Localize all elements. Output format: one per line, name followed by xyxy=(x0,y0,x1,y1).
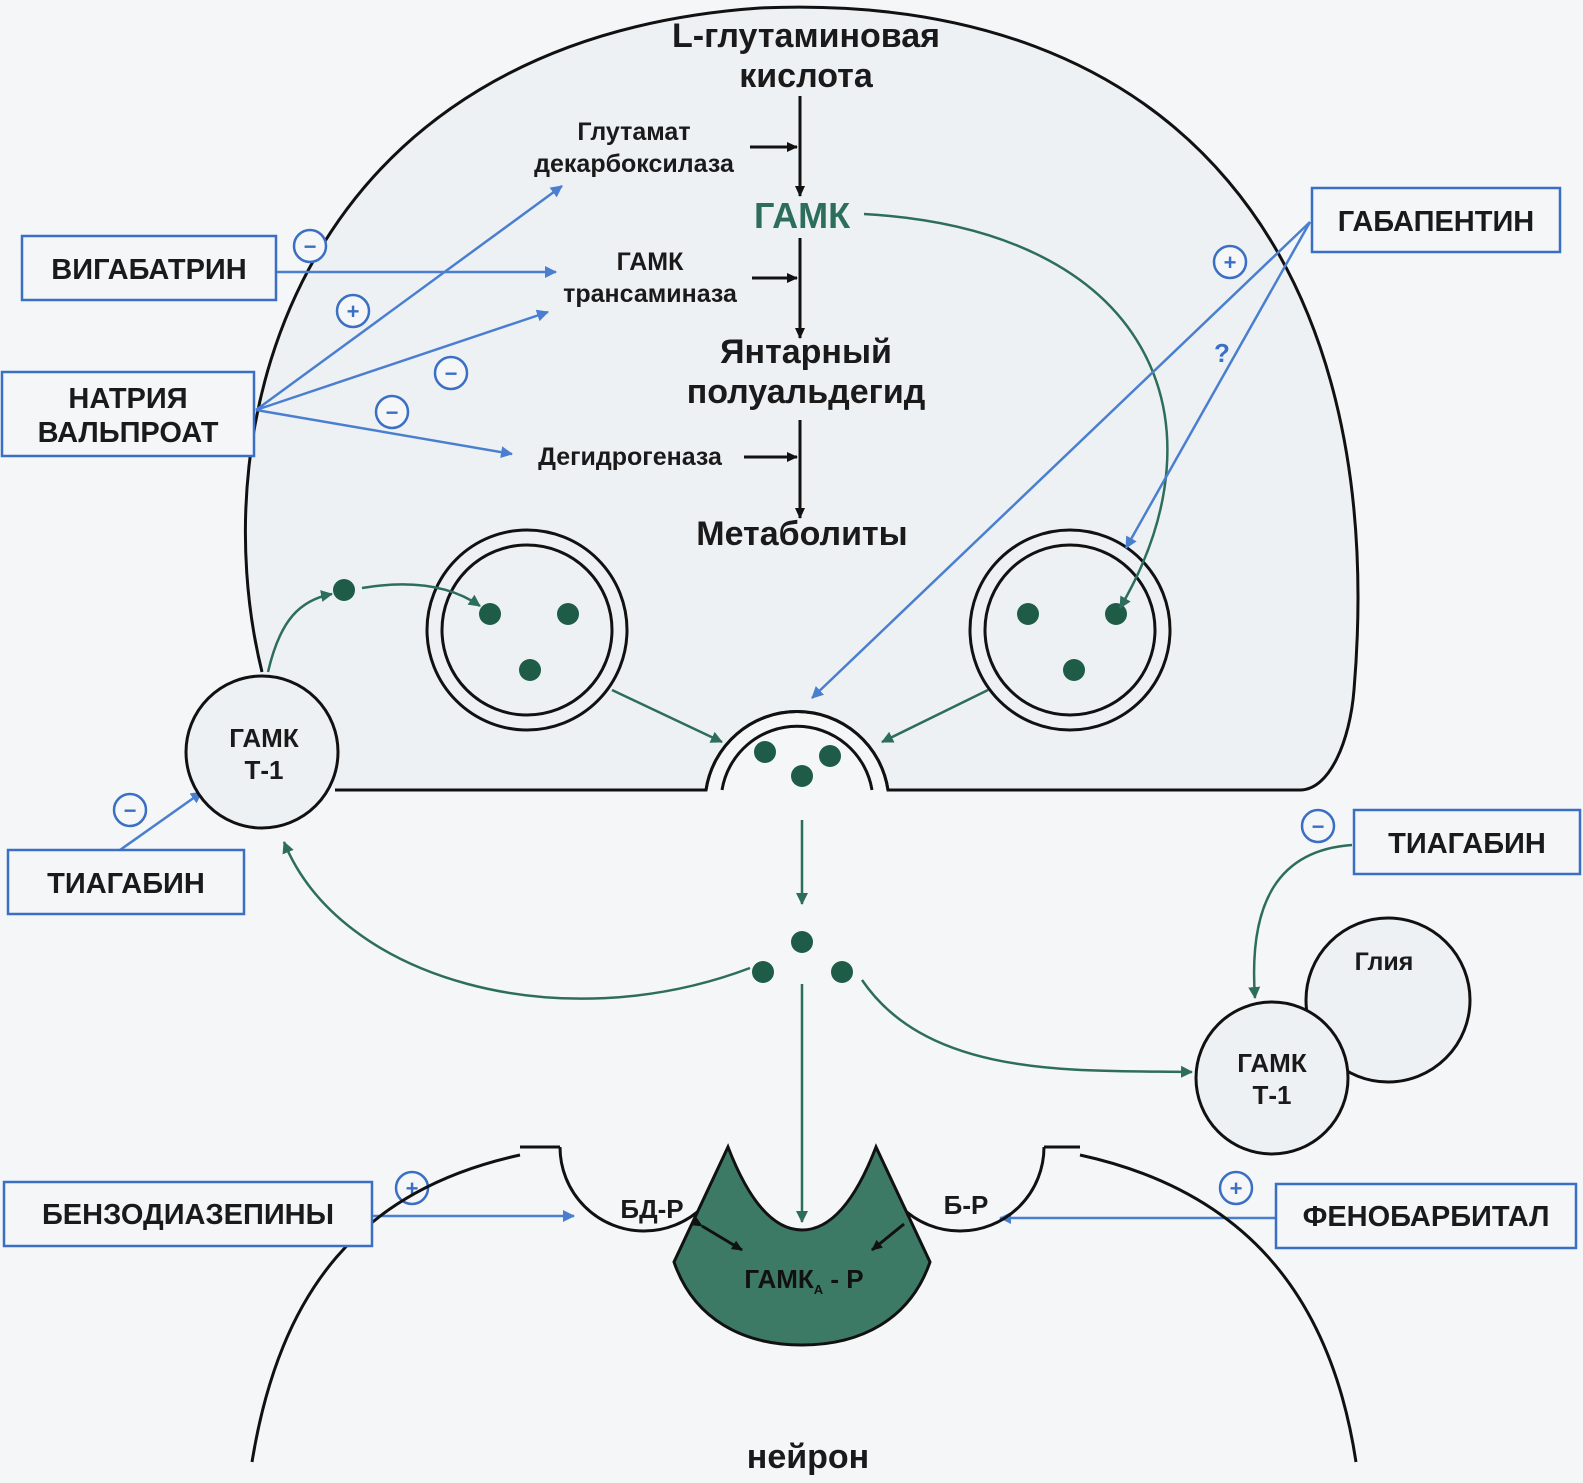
gaba-transporter-left: ГАМК Т-1 xyxy=(184,674,340,830)
svg-text:−: − xyxy=(1312,814,1325,839)
drug-box-phenobarbital: ФЕНОБАРБИТАЛ xyxy=(1274,1182,1578,1250)
svg-text:ГАБАПЕНТИН: ГАБАПЕНТИН xyxy=(1338,206,1535,238)
enzyme-gad-label-2: декарбоксилаза xyxy=(534,150,735,178)
synaptic-vesicle-left xyxy=(425,528,629,732)
bd-receptor-label: БД-Р xyxy=(620,1194,683,1224)
svg-text:+: + xyxy=(1230,1176,1243,1201)
svg-text:−: − xyxy=(124,798,137,823)
svg-text:ТИАГАБИН: ТИАГАБИН xyxy=(47,868,205,900)
receptor-coupling-arrows xyxy=(690,1216,905,1252)
svg-text:−: − xyxy=(304,234,317,259)
enzyme-transaminase-label-1: ГАМК xyxy=(617,248,684,276)
svg-text:Т-1: Т-1 xyxy=(1253,1080,1292,1110)
drug-box-vigabatrin: ВИГАБАТРИН xyxy=(20,234,278,302)
metabolites-label: Метаболиты xyxy=(696,515,907,553)
b-receptor-label: Б-Р xyxy=(944,1190,989,1220)
svg-text:Глия: Глия xyxy=(1355,948,1414,976)
drug-box-tiagabine-left: ТИАГАБИН xyxy=(6,848,246,916)
gaba-label: ГАМК xyxy=(754,195,851,236)
svg-text:ВИГАБАТРИН: ВИГАБАТРИН xyxy=(51,254,246,286)
plus-sign-benzodiazepines: + xyxy=(394,1170,430,1206)
substrate-label-2: кислота xyxy=(739,57,874,95)
svg-text:+: + xyxy=(347,299,360,324)
minus-sign-tiagabine-left: − xyxy=(112,792,148,828)
glia-cell: Глия xyxy=(1304,916,1472,1084)
product-label-1: Янтарный xyxy=(720,333,892,371)
plus-sign-valproate-gad: + xyxy=(335,293,371,329)
drug-box-benzodiazepines: БЕНЗОДИАЗЕПИНЫ xyxy=(2,1180,374,1248)
svg-text:ГАМК: ГАМК xyxy=(229,723,299,753)
svg-text:Т-1: Т-1 xyxy=(245,755,284,785)
plus-sign-phenobarbital: + xyxy=(1218,1170,1254,1206)
synaptic-vesicle-right xyxy=(968,528,1172,732)
enzyme-dehydrogenase-label: Дегидрогеназа xyxy=(538,443,723,471)
svg-text:НАТРИЯ: НАТРИЯ xyxy=(68,383,187,415)
svg-text:+: + xyxy=(1224,250,1237,275)
svg-text:ТИАГАБИН: ТИАГАБИН xyxy=(1388,828,1546,860)
svg-text:−: − xyxy=(445,361,458,386)
enzyme-gad-label-1: Глутамат xyxy=(577,118,690,146)
drug-action-arrows xyxy=(119,184,1312,1224)
svg-text:БЕНЗОДИАЗЕПИНЫ: БЕНЗОДИАЗЕПИНЫ xyxy=(42,1199,334,1231)
fusing-vesicle xyxy=(704,710,890,791)
svg-text:ВАЛЬПРОАТ: ВАЛЬПРОАТ xyxy=(38,417,219,449)
gaba-transporter-right: ГАМК Т-1 xyxy=(1194,1000,1350,1156)
postsynaptic-neuron xyxy=(250,1143,1358,1463)
gaba-molecules xyxy=(333,579,1447,998)
drug-box-gabapentin: ГАБАПЕНТИН xyxy=(1310,186,1562,254)
minus-sign-valproate-dehydrogenase: − xyxy=(374,394,410,430)
gaba-transport-arrows xyxy=(266,212,1427,1223)
enzyme-transaminase-label-2: трансаминаза xyxy=(563,280,738,308)
metabolic-pathway-arrows xyxy=(744,96,805,519)
plus-sign-gabapentin: + xyxy=(1212,244,1248,280)
drug-box-tiagabine-right: ТИАГАБИН xyxy=(1352,808,1582,876)
minus-sign-vigabatrin: − xyxy=(292,228,328,264)
product-label-2: полуальдегид xyxy=(687,373,926,411)
minus-sign-valproate-transaminase: − xyxy=(433,355,469,391)
substrate-label-1: L-глутаминовая xyxy=(672,17,940,55)
svg-text:ГАМК: ГАМК xyxy=(1237,1048,1307,1078)
neuron-label: нейрон xyxy=(747,1438,869,1476)
svg-text:−: − xyxy=(386,400,399,425)
minus-sign-tiagabine-right: − xyxy=(1300,808,1336,844)
question-sign-gabapentin: ? xyxy=(1214,338,1230,368)
drug-box-valproate: НАТРИЯ ВАЛЬПРОАТ xyxy=(0,370,256,458)
gaba-a-receptor-label: ГАМКА - Р xyxy=(744,1264,863,1297)
svg-text:ФЕНОБАРБИТАЛ: ФЕНОБАРБИТАЛ xyxy=(1303,1201,1550,1233)
